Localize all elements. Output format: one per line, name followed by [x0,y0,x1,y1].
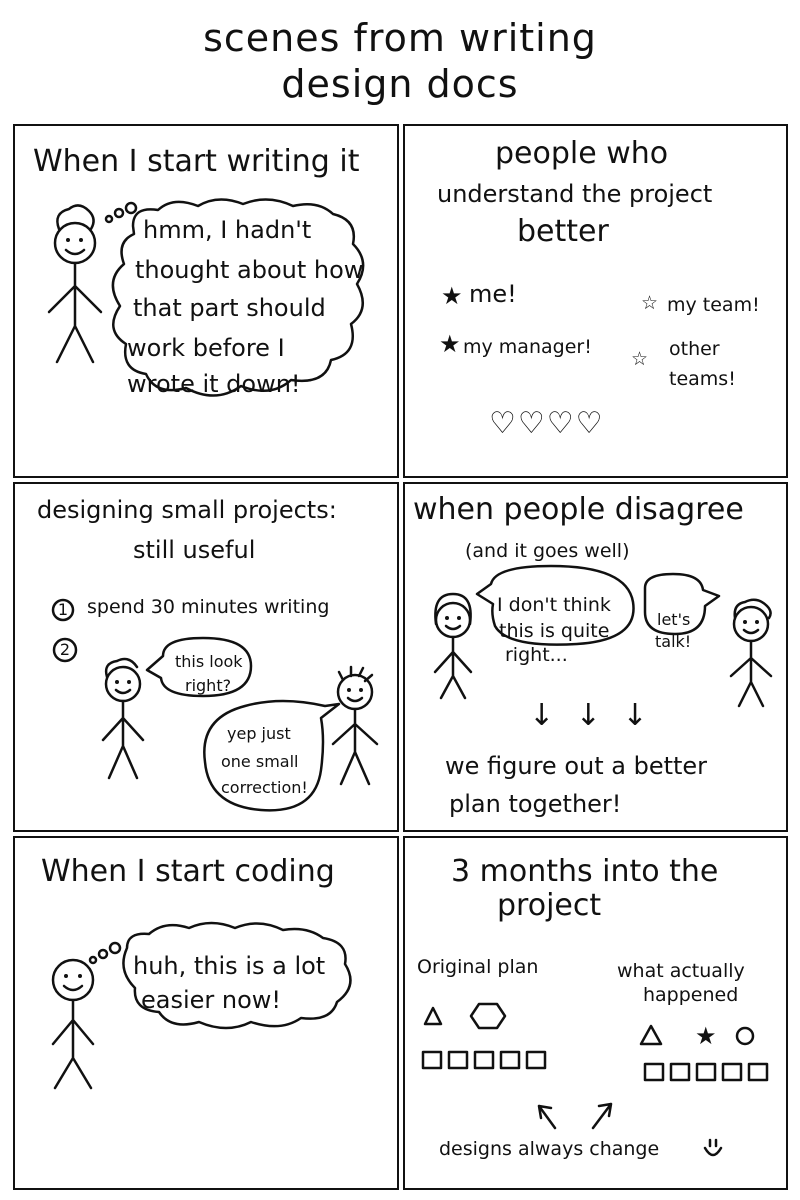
outline-star-icon-other: ☆ [631,348,649,370]
item-other: other [669,338,720,360]
panel-6-footer: designs always change [439,1138,660,1160]
panel-3-heading-line2: still useful [133,536,256,564]
thought-5-line-1: huh, this is a lot [133,952,326,980]
actual-label-line1: what actually [617,960,745,982]
panel-start-writing: When I start writing it hmm, I hadn't th… [13,124,399,478]
thought-line-3: that part should [133,294,326,322]
panel-disagree: when people disagree (and it goes well) … [403,482,788,832]
speech-4a-line-1: I don't think [497,594,611,616]
item-my-team: my team! [667,294,760,316]
panel-4-result-line2: plan together! [449,790,622,818]
item-teams: teams! [669,368,736,390]
speech-1-line-2: right? [185,676,232,695]
step-circles [51,598,78,663]
smiley-icon [703,1138,723,1157]
star-icon-manager: ★ [439,330,461,358]
speech-2-line-3: correction! [221,778,308,797]
gear-icon [735,1026,755,1046]
step-2-number: 2 [59,640,71,659]
thought-5-line-2: easier now! [141,986,282,1014]
triangle-icon [423,1006,443,1026]
square-icon [421,1050,443,1070]
panel-2-heading-line3: better [517,214,609,249]
speech-bubble-lets-talk [643,572,721,636]
panel-5-heading: When I start coding [41,854,335,889]
speech-4a-line-3: right... [505,644,568,666]
stick-figure-5 [51,921,352,1090]
item-me: me! [469,280,517,308]
panel-1-heading: When I start writing it [33,144,360,179]
comic-title-line2: design docs [281,62,519,106]
down-arrows-icon: ↓ ↓ ↓ [529,698,654,733]
panel-6-heading-line1: 3 months into the [451,854,719,889]
square-icon [669,1062,691,1082]
stick-figures-3 [101,636,379,812]
thought-cloud-5 [122,921,352,1030]
panel-4-result-line1: we figure out a better [445,752,708,780]
thought-line-2: thought about how [135,256,364,284]
thought-line-5: wrote it down! [127,370,301,398]
up-left-arrow-icon [537,1104,557,1130]
item-my-manager: my manager! [463,336,592,358]
square-icon [525,1050,547,1070]
panel-three-months: 3 months into the project Original plan … [403,836,788,1190]
thought-line-4: work before I [127,334,285,362]
speech-4a-line-2: this is quite [499,620,610,642]
original-plan-label: Original plan [417,956,539,978]
thought-line-1: hmm, I hadn't [143,216,312,244]
panel-6-heading-line2: project [497,888,602,923]
up-right-arrow-icon [591,1102,613,1130]
square-icon [721,1062,743,1082]
stick-figure-1 [47,198,365,397]
thought-cloud-1 [111,198,365,397]
panel-people-who-understand: people who understand the project better… [403,124,788,478]
speech-2-line-1: yep just [227,724,291,743]
comic-title-line1: scenes from writing [203,16,597,60]
speech-1-line-1: this look [175,652,243,671]
star-icon-me: ★ [441,282,463,310]
panel-3-heading-line1: designing small projects: [37,496,337,524]
speech-2-line-2: one small [221,752,299,771]
hexagon-icon [469,1002,507,1030]
actual-label-line2: happened [643,984,739,1006]
square-icon [499,1050,521,1070]
speech-bubble-disagree [475,564,635,646]
square-icon [473,1050,495,1070]
panel-small-projects: designing small projects: still useful 1… [13,482,399,832]
star-icon: ★ [695,1022,717,1050]
hearts-icon: ♡♡♡♡ [489,406,605,441]
speech-bubble-question [145,636,253,698]
square-icon [447,1050,469,1070]
square-icon [643,1062,665,1082]
speech-4b-line-1: let's [657,610,691,629]
square-icon [695,1062,717,1082]
panel-2-heading-line2: understand the project [437,180,713,208]
plan-shapes [421,1002,769,1157]
speech-4b-line-2: talk! [655,632,692,651]
outline-star-icon-team: ☆ [641,292,659,314]
panel-start-coding: When I start coding huh, this is a lot e… [13,836,399,1190]
speech-bubble-answer [203,699,341,812]
panel-4-subheading: (and it goes well) [465,540,630,562]
square-icon [747,1062,769,1082]
stick-figures-4 [433,564,773,708]
triangle-icon [639,1024,663,1046]
panel-4-heading: when people disagree [413,492,744,527]
panel-2-heading-line1: people who [495,136,669,171]
step-1-text: spend 30 minutes writing [87,596,330,618]
step-1-number: 1 [57,600,69,619]
